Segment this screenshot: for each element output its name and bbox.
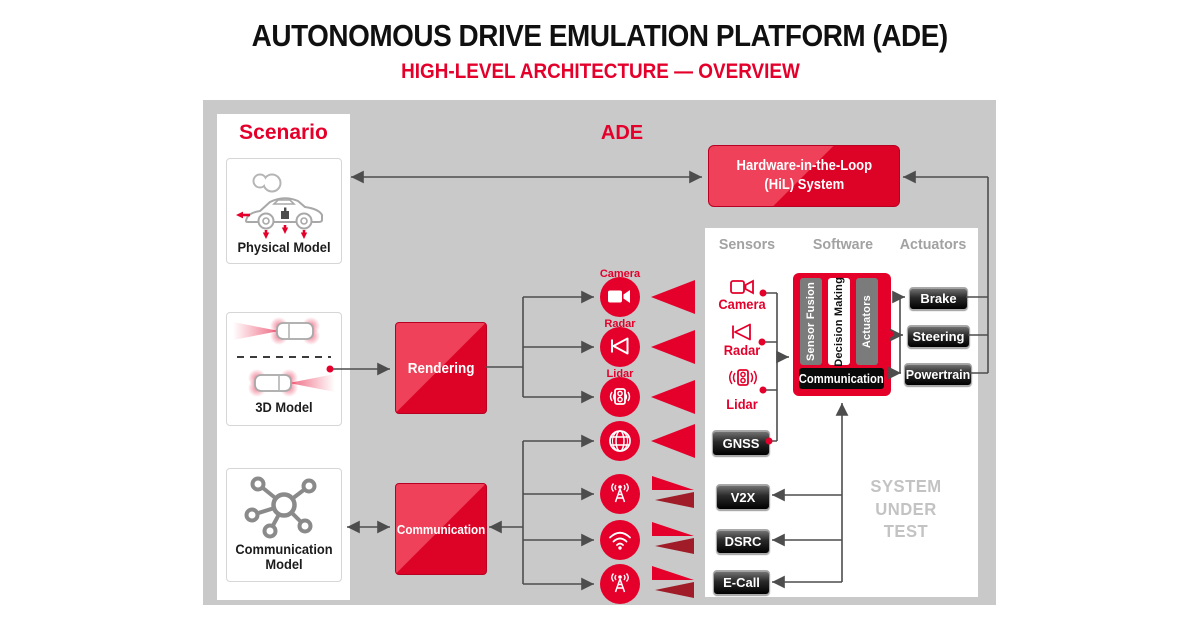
ade-communication-label: Communication — [396, 521, 486, 537]
powertrain-box: Powertrain — [904, 363, 972, 386]
page-title: AUTONOMOUS DRIVE EMULATION PLATFORM (ADE… — [251, 18, 949, 53]
physical-model-label: Physical Model — [237, 239, 331, 256]
sut-header-actuators: Actuators — [899, 236, 967, 253]
lidar-emitter — [600, 377, 640, 417]
sut-sensor-camera: Camera — [718, 296, 766, 312]
watermark-line2: UNDER — [875, 499, 937, 519]
v2x-box: V2X — [716, 484, 770, 510]
video-camera-icon — [608, 290, 630, 303]
ecall-box: E-Call — [713, 570, 770, 595]
page-subtitle: HIGH-LEVEL ARCHITECTURE — OVERVIEW — [400, 60, 800, 83]
radio-tower-icon — [611, 573, 629, 593]
radar-emitter — [600, 327, 640, 367]
scenario-heading-wrap: Scenario — [217, 119, 350, 147]
camera-emitter — [600, 277, 640, 317]
ade-heading-wrap: ADE — [562, 119, 682, 147]
radio-tower-channel-2 — [600, 564, 640, 604]
wifi-channel — [600, 520, 640, 560]
hil-label-line2: (HiL) System — [764, 177, 844, 193]
rendering-box: Rendering — [395, 322, 487, 414]
steering-box: Steering — [907, 325, 970, 348]
software-communication-label: Communication — [799, 371, 885, 386]
3d-model-label: 3D Model — [255, 399, 313, 416]
network-hub-icon — [244, 476, 317, 539]
decision-making-label: Decision Making — [833, 276, 845, 367]
radar-icon — [611, 337, 629, 355]
wifi-icon — [609, 531, 631, 550]
gnss-box: GNSS — [712, 430, 770, 456]
page-title-row: AUTONOMOUS DRIVE EMULATION PLATFORM (ADE… — [0, 18, 1200, 54]
rendering-label: Rendering — [407, 359, 475, 377]
lidar-icon — [609, 388, 631, 405]
cars-topview-icon — [233, 317, 335, 397]
watermark-line1: SYSTEM — [870, 476, 942, 496]
dsrc-box: DSRC — [716, 529, 770, 554]
watermark-line3: TEST — [883, 521, 929, 541]
decision-making-bar: Decision Making — [828, 276, 850, 367]
sut-header-sensors: Sensors — [718, 236, 776, 253]
communication-model-label: Communication Model — [235, 540, 333, 573]
page-subtitle-row: HIGH-LEVEL ARCHITECTURE — OVERVIEW — [0, 60, 1200, 84]
actuators-bar-label: Actuators — [861, 294, 873, 349]
sut-header-software: Software — [812, 236, 874, 253]
radar-icon — [732, 323, 751, 341]
sensor-fusion-label: Sensor Fusion — [805, 282, 817, 361]
car-side-icon — [236, 173, 323, 239]
sensor-fusion-bar: Sensor Fusion — [800, 278, 822, 365]
ade-heading: ADE — [600, 121, 644, 144]
channel-label-camera: Camera — [599, 268, 641, 280]
radio-tower-channel-1 — [600, 474, 640, 514]
globe-icon — [609, 430, 631, 452]
physical-model-card: Physical Model — [226, 158, 342, 264]
software-communication-box: Communication — [799, 368, 884, 389]
brake-box: Brake — [909, 287, 968, 310]
lidar-icon — [729, 369, 757, 386]
sut-sensor-lidar: Lidar — [726, 396, 758, 412]
radio-tower-icon — [611, 483, 629, 503]
video-camera-icon — [730, 279, 754, 295]
globe-channel — [600, 421, 640, 461]
communication-model-card: Communication Model — [226, 468, 342, 582]
hil-label-line1: Hardware-in-the-Loop — [736, 158, 872, 175]
channel-label-radar: Radar — [604, 318, 636, 330]
3d-model-card: 3D Model — [226, 312, 342, 426]
actuators-bar: Actuators — [856, 278, 878, 365]
sut-sensor-radar: Radar — [723, 342, 761, 358]
hil-system-box: Hardware-in-the-Loop (HiL) System — [708, 145, 900, 207]
scenario-heading: Scenario — [239, 121, 328, 144]
ade-communication-box: Communication — [395, 483, 487, 575]
